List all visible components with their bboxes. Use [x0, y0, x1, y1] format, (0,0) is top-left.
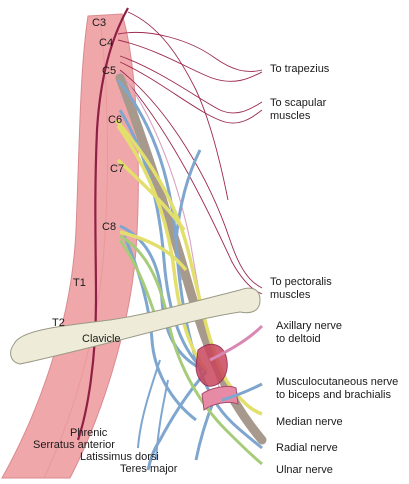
label-to-pectoralis-line1: To pectoralis [270, 276, 332, 288]
lower-nerves [137, 359, 169, 461]
segment-c7: C7 [110, 163, 124, 175]
segment-t2: T2 [52, 317, 65, 329]
segment-c4: C4 [99, 37, 113, 49]
label-to-pectoralis-line2: muscles [270, 289, 311, 301]
axillary-bundle-wrap [195, 343, 228, 387]
label-serratus-anterior: Serratus anterior [33, 439, 115, 451]
clavicle-label: Clavicle [82, 333, 121, 345]
label-to-scapular-line1: To scapular [270, 97, 327, 109]
label-median-nerve: Median nerve [276, 416, 343, 428]
spinal-cord-line [76, 7, 129, 441]
segment-t1: T1 [73, 277, 86, 289]
label-musculocutaneous-line1: Musculocutaneous nerve [276, 376, 398, 388]
segment-c8: C8 [102, 221, 116, 233]
label-to-trapezius: To trapezius [270, 63, 330, 75]
clavicle [10, 287, 261, 365]
segment-c5: C5 [102, 65, 116, 77]
label-axillary-line1: Axillary nerve [276, 320, 342, 332]
spinal-column-shade [43, 19, 108, 479]
label-phrenic: Phrenic [70, 427, 108, 439]
segment-c6: C6 [108, 114, 122, 126]
label-latissimus-dorsi: Latissimus dorsi [80, 451, 159, 463]
label-ulnar-nerve: Ulnar nerve [276, 464, 333, 476]
musculocutaneous-nerve [221, 382, 263, 402]
axillary-nerve [209, 324, 264, 362]
label-radial-nerve: Radial nerve [276, 442, 338, 454]
label-to-scapular-line2: muscles [270, 110, 311, 122]
label-teres-major: Teres major [120, 463, 178, 475]
pink-band [201, 385, 239, 411]
segment-c3: C3 [92, 17, 106, 29]
label-axillary-line2: to deltoid [276, 333, 321, 345]
spinal-column [1, 13, 139, 479]
upper-red-nerves [117, 11, 263, 295]
label-musculocutaneous-line2: to biceps and brachialis [276, 389, 391, 401]
